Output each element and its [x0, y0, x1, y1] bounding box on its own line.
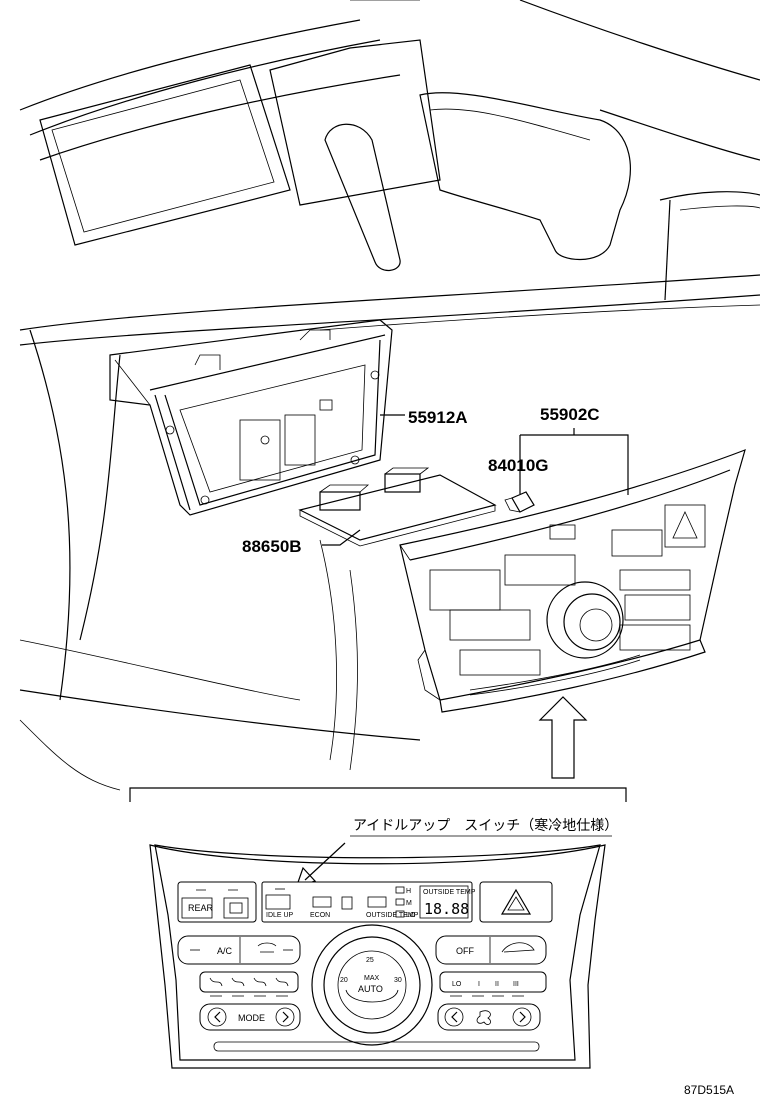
econ-label: ECON [310, 912, 330, 919]
rear-label: REAR [188, 903, 214, 913]
ac-label: A/C [217, 946, 233, 956]
fan-2: II [495, 981, 499, 988]
off-label: OFF [456, 946, 474, 956]
ind-m: M [406, 900, 412, 907]
mode-label: MODE [238, 1013, 265, 1023]
fan-1: I [478, 981, 480, 988]
figure-id: 87D515A [684, 1083, 734, 1097]
auto-label: AUTO [358, 984, 383, 994]
temp-20: 20 [340, 977, 348, 984]
circuit-board [298, 467, 497, 547]
detail-arrow [538, 696, 588, 779]
outside-temp-top: OUTSIDE TEMP [423, 889, 476, 896]
detail-panel: アイドルアップ スイッチ（寒冷地仕様） REAR IDLE UP ECON OU… [149, 817, 618, 1069]
detail-bracket [129, 787, 627, 802]
temp-30: 30 [394, 977, 402, 984]
lo-label: LO [452, 981, 462, 988]
label-55902C: 55902C [540, 405, 600, 424]
idle-up-label: IDLE UP [266, 912, 294, 919]
caption-idle-up: アイドルアップ スイッチ（寒冷地仕様） [353, 817, 618, 833]
label-84010G: 84010G [488, 456, 549, 475]
fan-3: III [513, 981, 519, 988]
callouts: 55912A 55902C 84010G 88650B [242, 405, 629, 556]
front-panel [399, 449, 746, 713]
temp-display: 18.88 [424, 900, 469, 918]
ind-h: H [406, 888, 411, 895]
label-55912A: 55912A [408, 408, 468, 427]
temp-25: 25 [366, 957, 374, 964]
label-88650B: 88650B [242, 537, 302, 556]
max-label: MAX [364, 975, 380, 982]
outside-temp-bottom: OUTSIDE TEMP [366, 912, 419, 919]
dashboard-outline [19, 0, 760, 791]
bezel-housing [109, 319, 393, 516]
ind-lo: LO [406, 912, 416, 919]
bulb [504, 491, 535, 513]
